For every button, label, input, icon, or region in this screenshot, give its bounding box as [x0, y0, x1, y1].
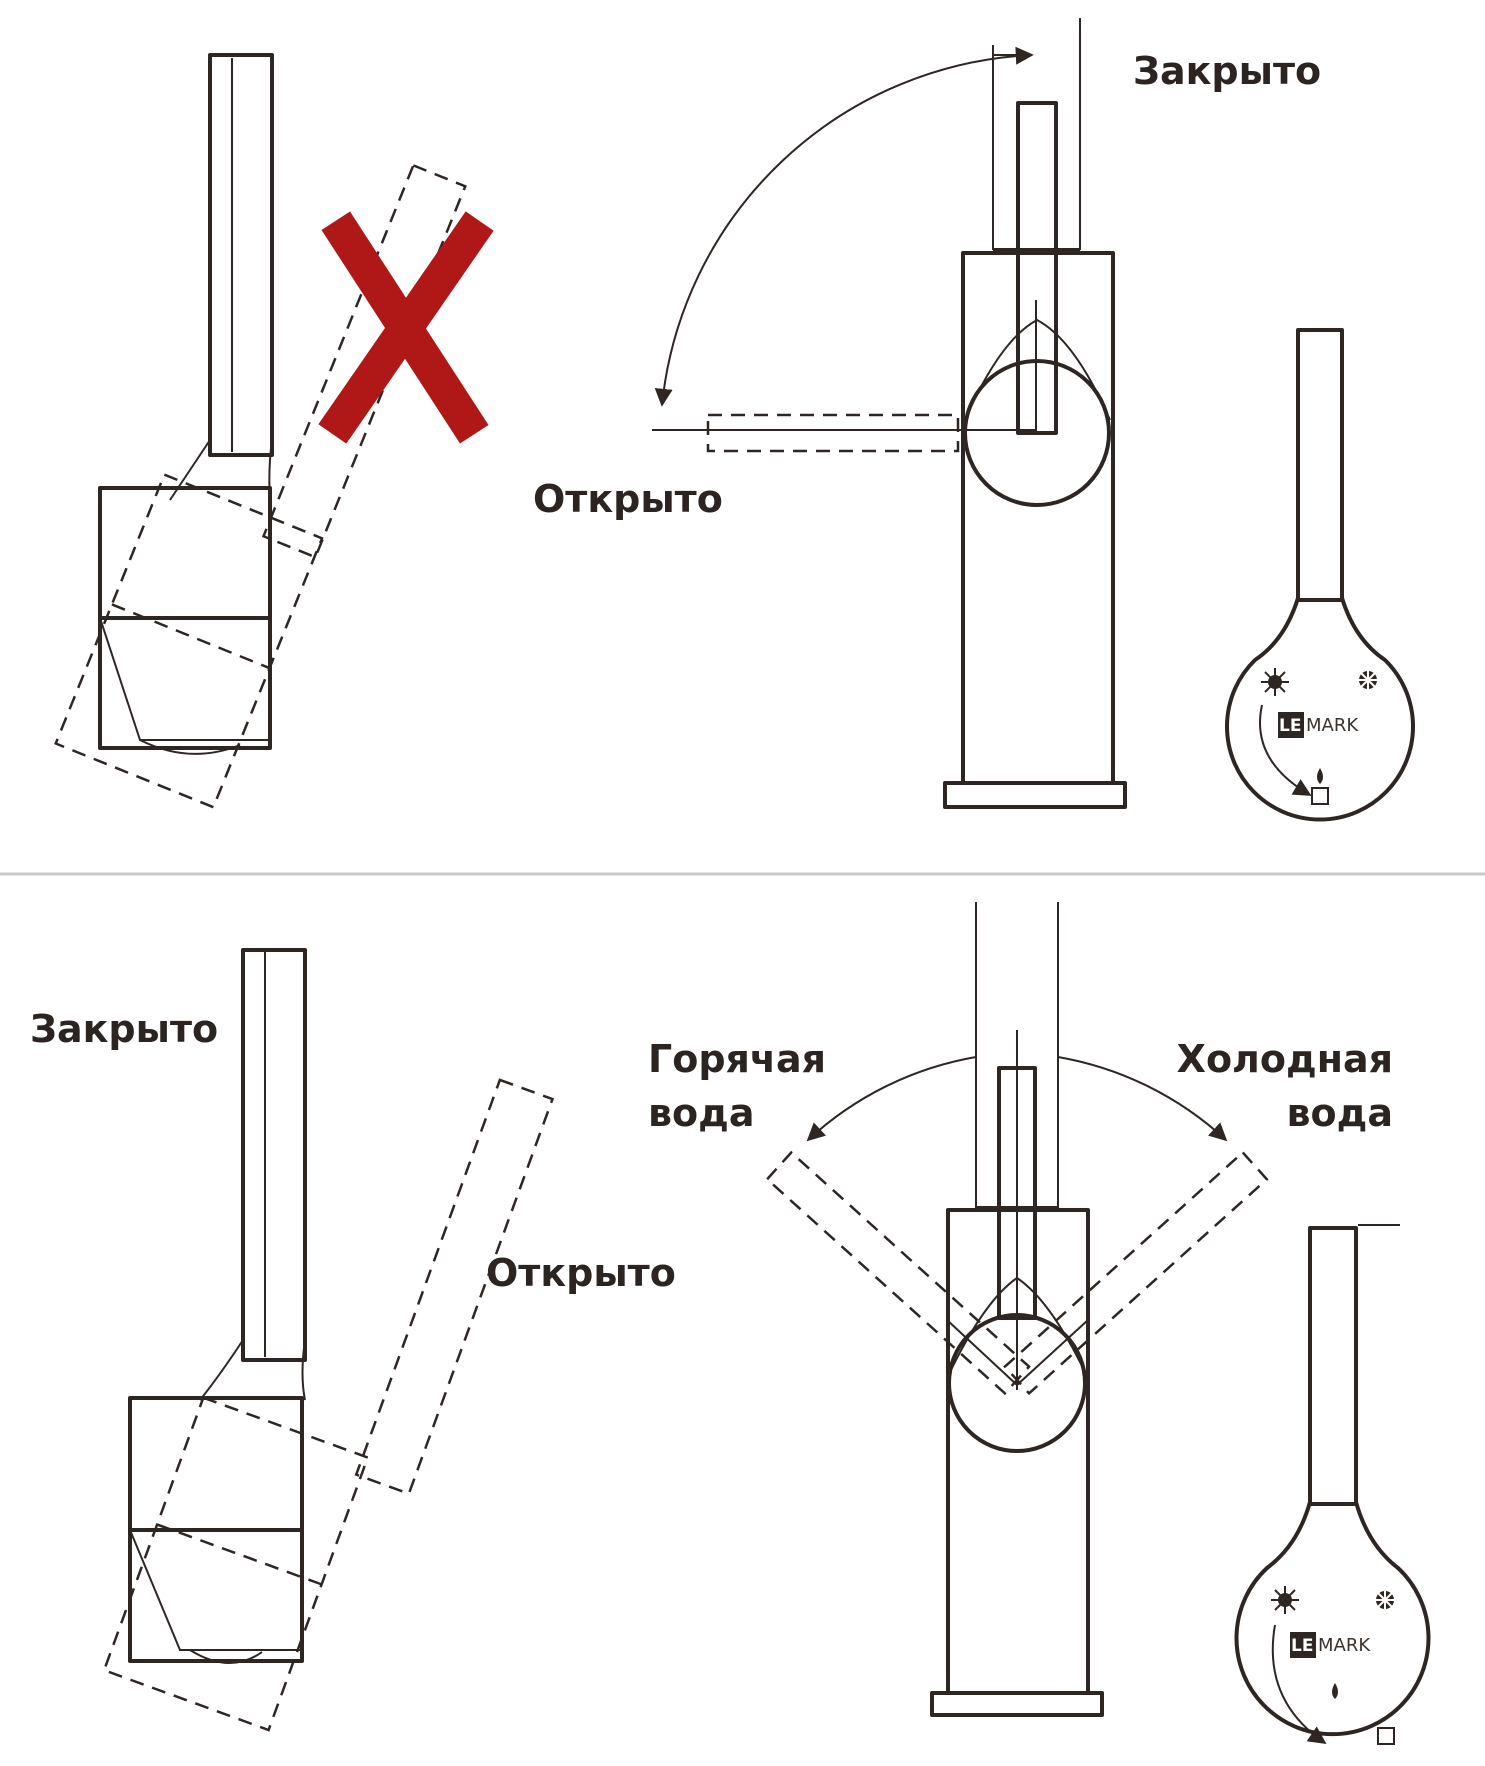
snowflake-cold-icon [1373, 1588, 1397, 1612]
top-side-lever [208, 53, 274, 457]
bottom-side-dashed-tilt [102, 1078, 555, 1732]
top-detail-dial [1225, 597, 1415, 822]
water-drop-icon [1332, 1683, 1395, 1745]
top-detail-lever [1296, 328, 1344, 602]
bottom-cold-arc [1057, 1056, 1228, 1142]
bottom-label-cold-2: вода [1287, 1091, 1394, 1135]
bottom-side-view-faucet: Закрыто Открыто [30, 948, 676, 1732]
rotation-arrow-icon [1271, 1624, 1327, 1745]
svg-text:LE: LE [1279, 716, 1301, 736]
snowflake-cold-icon [1356, 668, 1380, 692]
top-side-view-faucet [54, 53, 494, 809]
bottom-hot-arc [806, 1056, 977, 1142]
logo-badge: LE MARK [1278, 712, 1359, 738]
top-open-position-dashed [706, 413, 960, 453]
bottom-label-hot-1: Горячая [648, 1037, 826, 1081]
bottom-detail-lever [1308, 1226, 1358, 1506]
bottom-label-closed: Закрыто [30, 1007, 218, 1051]
bottom-front-view-faucet: Горячая вода Холодная вода [648, 902, 1394, 1717]
bottom-front-cartridge [947, 1313, 1087, 1453]
logo-badge: LE MARK [1290, 1632, 1371, 1658]
top-panel: Закрыто Открыто LE MARK [54, 18, 1415, 822]
sun-hot-icon [1271, 1586, 1299, 1614]
bottom-detail-dial [1234, 1501, 1431, 1737]
svg-text:LE: LE [1291, 1636, 1313, 1656]
top-rotation-arc [654, 46, 1034, 407]
bottom-front-base [930, 1691, 1104, 1717]
top-front-view-faucet: Закрыто Открыто [533, 18, 1321, 809]
bottom-panel: Закрыто Открыто Горячая [30, 902, 1431, 1745]
top-handle-detail: LE MARK [1225, 328, 1415, 822]
top-label-closed: Закрыто [1133, 49, 1321, 93]
svg-text:MARK: MARK [1306, 715, 1359, 736]
sun-hot-icon [1261, 668, 1289, 696]
water-drop-icon [1311, 768, 1329, 805]
bottom-label-cold-1: Холодная [1177, 1037, 1393, 1081]
top-front-base [943, 781, 1127, 809]
bottom-handle-detail: LE MARK [1234, 1224, 1431, 1745]
top-label-open: Открыто [533, 477, 723, 521]
rotation-arrow-icon [1259, 704, 1312, 796]
forbidden-x-icon [318, 211, 494, 444]
top-side-dashed-tilt [54, 163, 467, 809]
svg-text:MARK: MARK [1318, 1635, 1371, 1656]
bottom-label-open: Открыто [486, 1251, 676, 1295]
bottom-cold-position-dashed [1003, 1150, 1269, 1396]
bottom-label-hot-2: вода [648, 1091, 755, 1135]
bottom-side-lever [241, 948, 307, 1362]
bottom-hot-position-dashed [765, 1150, 1031, 1396]
top-front-body [961, 251, 1115, 785]
